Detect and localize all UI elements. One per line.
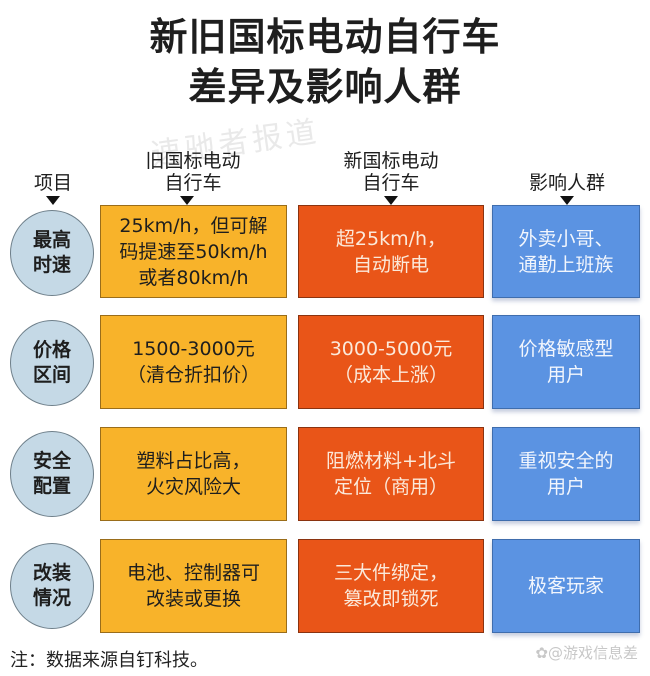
arrow-down-icon xyxy=(560,196,574,205)
row-label-text: 价格 区间 xyxy=(32,339,71,386)
page-title-line1: 新旧国标电动自行车 xyxy=(149,15,501,59)
cell-group-safety: 重视安全的 用户 xyxy=(492,427,640,521)
cell-new-modification: 三大件绑定， 篡改即锁死 xyxy=(298,539,484,633)
column-header-group: 影响人群 xyxy=(528,172,605,194)
column-header-old-line1: 旧国标电动 xyxy=(145,150,241,172)
cell-group-speed: 外卖小哥、 通勤上班族 xyxy=(492,205,640,298)
row-label-text: 安全 配置 xyxy=(32,450,71,497)
row-label-text: 改装 情况 xyxy=(32,562,71,609)
cell-old-safety: 塑料占比高， 火灾风险大 xyxy=(100,427,287,521)
row-label-speed: 最高 时速 xyxy=(10,210,94,296)
author-watermark: ✿@游戏信息差 xyxy=(535,644,638,662)
row-label-modification: 改装 情况 xyxy=(10,543,94,629)
cell-old-price: 1500-3000元 （清仓折扣价） xyxy=(100,315,287,409)
column-header-old: 旧国标电动 自行车 xyxy=(118,150,268,194)
cell-group-modification: 极客玩家 xyxy=(492,539,640,633)
cell-new-speed: 超25km/h， 自动断电 xyxy=(298,205,484,298)
row-label-price: 价格 区间 xyxy=(10,320,94,406)
row-label-safety: 安全 配置 xyxy=(10,431,94,517)
cell-old-speed: 25km/h，但可解 码提速至50km/h 或者80km/h xyxy=(100,205,287,298)
column-header-old-line2: 自行车 xyxy=(164,172,222,194)
arrow-down-icon xyxy=(180,196,194,205)
column-header-new-line2: 自行车 xyxy=(362,172,420,194)
column-header-item: 项目 xyxy=(33,172,72,194)
cell-new-safety: 阻燃材料+北斗 定位（商用） xyxy=(298,427,484,521)
arrow-down-icon xyxy=(384,196,398,205)
cell-new-price: 3000-5000元 （成本上涨） xyxy=(298,315,484,409)
row-label-text: 最高 时速 xyxy=(32,229,71,276)
page-title-line2: 差异及影响人群 xyxy=(188,65,462,109)
column-header-new-line1: 新国标电动 xyxy=(343,150,439,172)
cell-group-price: 价格敏感型 用户 xyxy=(492,315,640,409)
column-header-new: 新国标电动 自行车 xyxy=(316,150,466,194)
source-note: 注：数据来源自钉科技。 xyxy=(10,650,208,671)
cell-old-modification: 电池、控制器可 改装或更换 xyxy=(100,539,287,633)
arrow-down-icon xyxy=(46,196,60,205)
